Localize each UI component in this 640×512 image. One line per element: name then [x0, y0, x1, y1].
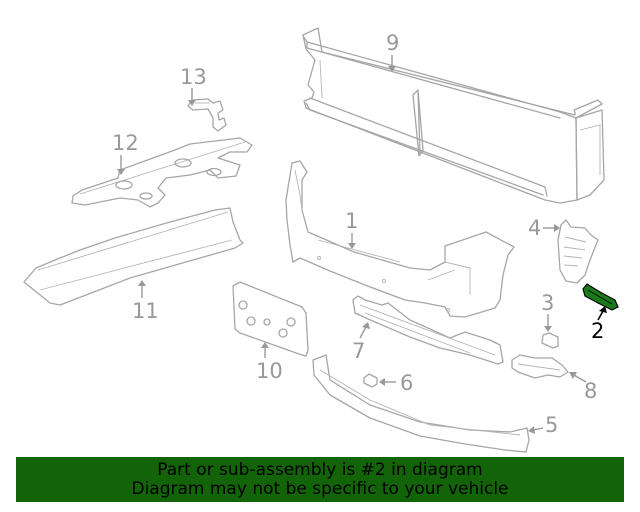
part-9-radiator-support[interactable] — [302, 27, 605, 204]
svg-text:10: 10 — [256, 359, 283, 383]
callout-11[interactable]: 11 — [132, 280, 159, 323]
part-5-lower-valance[interactable] — [312, 354, 530, 453]
callout-5[interactable]: 5 — [528, 413, 558, 437]
svg-text:6: 6 — [400, 371, 413, 395]
callout-3[interactable]: 3 — [541, 291, 554, 332]
part-6-bumper-stop[interactable] — [363, 373, 378, 388]
callout-8[interactable]: 8 — [569, 372, 597, 403]
part-8-support-bracket[interactable] — [511, 354, 569, 379]
callout-2[interactable]: 2 — [591, 306, 607, 343]
svg-text:13: 13 — [180, 65, 207, 89]
svg-text:7: 7 — [352, 339, 365, 363]
svg-text:9: 9 — [386, 31, 399, 55]
callout-4[interactable]: 4 — [528, 216, 560, 240]
part-11-lower-deflector[interactable] — [23, 207, 244, 306]
part-4-bezel[interactable] — [557, 219, 599, 284]
callout-12[interactable]: 12 — [112, 131, 139, 175]
callout-1[interactable]: 1 — [345, 209, 358, 249]
svg-text:5: 5 — [545, 413, 558, 437]
svg-text:8: 8 — [584, 379, 597, 403]
callout-7[interactable]: 7 — [352, 322, 370, 363]
part-10-license-plate-bracket[interactable] — [232, 281, 309, 357]
svg-text:3: 3 — [541, 291, 554, 315]
svg-text:4: 4 — [528, 216, 541, 240]
part-3-clip[interactable] — [541, 332, 559, 349]
part-13-bracket[interactable] — [187, 98, 227, 132]
part-12-splash-shield[interactable] — [71, 137, 253, 208]
callout-6[interactable]: 6 — [379, 371, 413, 395]
part-7-energy-absorber[interactable] — [352, 295, 504, 365]
callout-10[interactable]: 10 — [256, 342, 283, 383]
svg-text:11: 11 — [132, 299, 159, 323]
banner-part-note: Part or sub-assembly is #2 in diagram — [157, 459, 483, 480]
banner-disclaimer: Diagram may not be specific to your vehi… — [131, 478, 509, 499]
part-1-bumper-cover[interactable] — [285, 160, 515, 318]
svg-text:1: 1 — [345, 209, 358, 233]
callout-9[interactable]: 9 — [386, 31, 399, 72]
callout-13[interactable]: 13 — [180, 65, 207, 106]
info-banner: Part or sub-assembly is #2 in diagram Di… — [16, 457, 624, 502]
svg-text:12: 12 — [112, 131, 139, 155]
part-2-highlighted-bracket[interactable] — [582, 283, 619, 311]
svg-text:2: 2 — [591, 319, 604, 343]
